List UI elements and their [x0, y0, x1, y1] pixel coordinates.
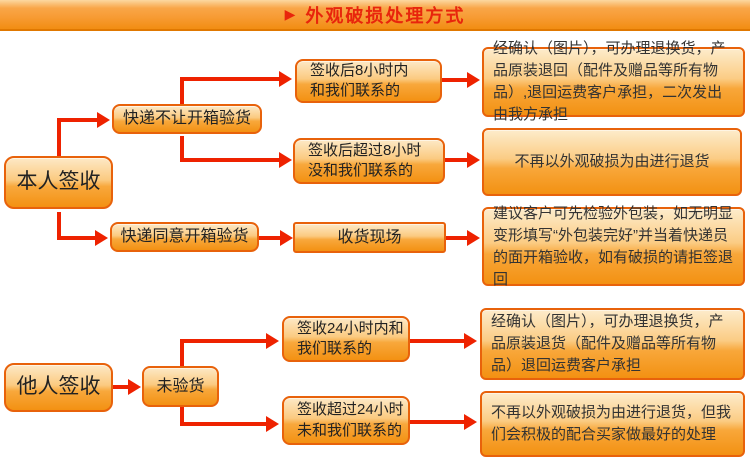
arrowhead-icon [467, 152, 480, 168]
arrowhead-icon [279, 152, 292, 168]
arrowhead-icon [266, 333, 279, 349]
connector-line [410, 339, 464, 343]
connector-line [180, 77, 184, 104]
connector-line [180, 77, 280, 81]
arrowhead-icon [464, 333, 477, 349]
connector-line [410, 420, 464, 424]
arrowhead-icon [464, 414, 477, 430]
connector-line [446, 236, 467, 240]
arrowhead-icon [95, 230, 108, 246]
connector-line [442, 78, 467, 82]
arrowhead-icon [280, 230, 293, 246]
node-receiving-scene: 收货现场 [293, 222, 446, 253]
node-no-contact-over-8h: 签收后超过8小时 没和我们联系的 [293, 138, 445, 184]
node-self-sign: 本人签收 [4, 156, 113, 209]
node-not-inspected: 未验货 [142, 366, 219, 407]
node-contact-within-24h: 签收24小时内和 我们联系的 [282, 316, 410, 362]
outcome-no-return: 不再以外观破损为由进行退货 [482, 128, 742, 196]
connector-line [180, 422, 267, 426]
triangle-bullet-icon: ▶ [284, 6, 296, 22]
connector-line [180, 407, 184, 426]
outcome-exchange-full: 经确认（图片），可办理退换货，产品原装退回（配件及赠品等所有物品）,退回运费客户… [482, 40, 745, 123]
connector-line [57, 118, 61, 156]
outcome-exchange-no-reship: 经确认（图片），可办理退换货，产品原装退货（配件及赠品等所有物品）退回运费客户承… [480, 308, 745, 380]
connector-line [113, 385, 128, 389]
arrowhead-icon [279, 71, 292, 87]
node-courier-no-open: 快递不让开箱验货 [112, 104, 262, 134]
flowchart-title-bar: ▶ 外观破损处理方式 [0, 0, 750, 31]
page-title: 外观破损处理方式 [305, 5, 466, 26]
arrowhead-icon [97, 112, 110, 128]
connector-line [57, 118, 98, 122]
arrowhead-icon [266, 416, 279, 432]
connector-line [259, 236, 280, 240]
connector-line [445, 158, 467, 162]
node-no-contact-over-24h: 签收超过24小时 未和我们联系的 [282, 396, 410, 445]
connector-line [180, 136, 184, 162]
connector-line [180, 339, 267, 343]
arrowhead-icon [128, 379, 141, 395]
arrowhead-icon [467, 230, 480, 246]
outcome-no-return-but-help: 不再以外观破损为由进行退货，但我们会积极的配合买家做最好的处理 [480, 391, 745, 457]
connector-line [57, 212, 61, 240]
node-other-sign: 他人签收 [4, 363, 113, 412]
connector-line [180, 158, 280, 162]
node-contact-within-8h: 签收后8小时内 和我们联系的 [295, 59, 442, 103]
connector-line [180, 339, 184, 366]
arrowhead-icon [467, 72, 480, 88]
connector-line [57, 236, 95, 240]
node-courier-agree-open: 快递同意开箱验货 [110, 222, 259, 252]
outcome-inspect-advice: 建议客户可先检验外包装，如无明显变形填写“外包装完好”并当着快递员的面开箱验收，… [482, 205, 745, 288]
